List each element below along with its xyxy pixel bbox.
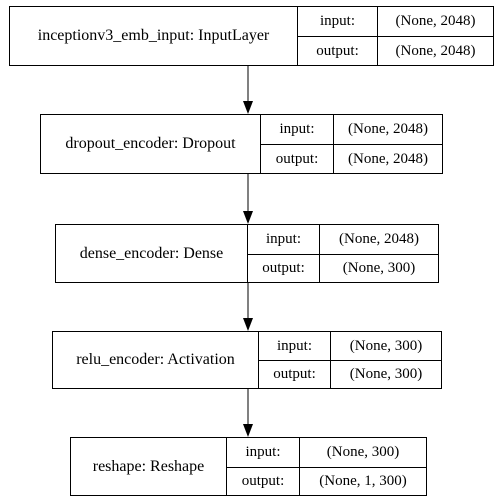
layer-name: dense_encoder: Dense [56, 225, 248, 282]
input-shape: (None, 300) [326, 443, 400, 460]
arrowhead-1 [243, 211, 253, 224]
input-shape: (None, 300) [349, 337, 423, 354]
input-label: input: [261, 115, 334, 144]
output-label: output: [261, 145, 334, 173]
input-row: input: (None, 2048) [261, 115, 442, 144]
layer-io-table: input: (None, 2048) output: (None, 300) [248, 225, 438, 282]
output-row: output: (None, 1, 300) [227, 466, 426, 495]
layer-name: relu_encoder: Activation [53, 332, 259, 388]
output-shape: (None, 1, 300) [319, 472, 407, 489]
output-row: output: (None, 300) [248, 253, 438, 282]
output-shape: (None, 2048) [348, 150, 428, 167]
output-row: output: (None, 2048) [261, 144, 442, 173]
layer-io-table: input: (None, 300) output: (None, 300) [259, 332, 441, 388]
output-shape: (None, 300) [342, 259, 416, 276]
input-row: input: (None, 300) [227, 438, 426, 467]
output-shape: (None, 2048) [395, 42, 476, 59]
layer-name: inceptionv3_emb_input: InputLayer [10, 7, 298, 65]
input-shape: (None, 2048) [395, 13, 476, 29]
input-row: input: (None, 300) [259, 332, 441, 360]
output-label: output: [227, 467, 300, 495]
arrowhead-2 [243, 318, 253, 331]
output-row: output: (None, 2048) [298, 36, 493, 65]
output-row: output: (None, 300) [259, 360, 441, 388]
layer-node-reshape: reshape: Reshape input: (None, 300) outp… [70, 437, 427, 496]
layer-io-table: input: (None, 2048) output: (None, 2048) [261, 115, 442, 173]
input-label: input: [248, 225, 320, 254]
input-shape: (None, 2048) [339, 230, 419, 247]
input-label: input: [227, 438, 300, 467]
input-label: input: [259, 332, 331, 360]
layer-name: reshape: Reshape [71, 438, 227, 495]
input-shape: (None, 2048) [348, 121, 428, 137]
layer-io-table: input: (None, 2048) output: (None, 2048) [298, 7, 493, 65]
layer-name: dropout_encoder: Dropout [41, 115, 261, 173]
layer-node-dense: dense_encoder: Dense input: (None, 2048)… [55, 224, 439, 283]
output-label: output: [298, 37, 378, 65]
layer-io-table: input: (None, 300) output: (None, 1, 300… [227, 438, 426, 495]
input-row: input: (None, 2048) [298, 7, 493, 36]
layer-node-dropout: dropout_encoder: Dropout input: (None, 2… [40, 114, 443, 174]
arrowhead-0 [243, 101, 253, 114]
arrowhead-3 [243, 424, 253, 437]
input-row: input: (None, 2048) [248, 225, 438, 254]
input-label: input: [298, 7, 378, 36]
layer-node-activation: relu_encoder: Activation input: (None, 3… [52, 331, 442, 389]
output-shape: (None, 300) [349, 366, 423, 382]
output-label: output: [259, 361, 331, 388]
output-label: output: [248, 254, 320, 282]
layer-node-inputlayer: inceptionv3_emb_input: InputLayer input:… [9, 6, 494, 66]
